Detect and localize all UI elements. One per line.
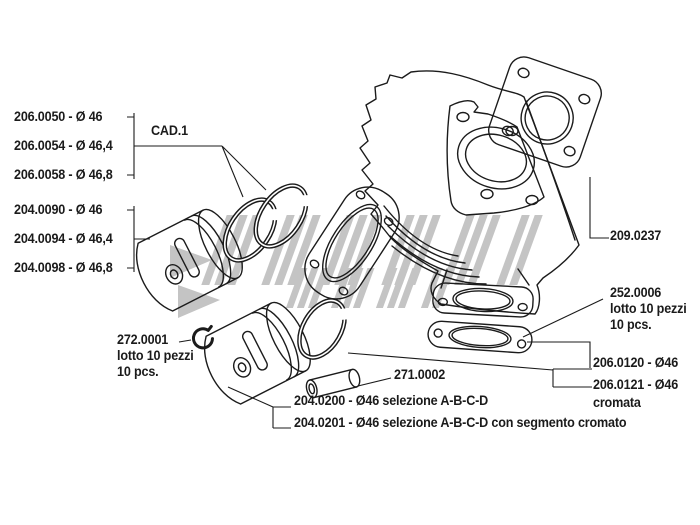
circlip-drawing — [191, 324, 214, 350]
label-exhaust-gasket-code: 252.0006 — [610, 284, 662, 300]
piston-selection-bracket — [227, 386, 291, 429]
label-single-ring-chromed-note: cromata — [593, 394, 641, 410]
label-piston-kit-464: 204.0094 - Ø 46,4 — [14, 230, 113, 246]
head-gasket-drawing — [488, 56, 602, 168]
piston-upper-drawing — [135, 208, 243, 312]
label-circlip-pcs: 10 pcs. — [117, 363, 159, 379]
wrist-pin-drawing — [305, 368, 361, 399]
label-ring-set-468: 206.0058 - Ø 46,8 — [14, 166, 113, 182]
label-circlip-code: 272.0001 — [117, 331, 169, 347]
base-gasket-drawing — [304, 186, 400, 300]
label-cad: CAD.1 — [151, 122, 188, 138]
label-wrist-pin: 271.0002 — [394, 366, 446, 382]
label-ring-set-464: 206.0054 - Ø 46,4 — [14, 137, 113, 153]
label-circlip-lotto: lotto 10 pezzi — [117, 347, 194, 363]
ring-sets-bracket — [127, 113, 267, 198]
wrist-pin-leader — [357, 377, 392, 387]
leader-lines — [127, 113, 609, 429]
label-ring-set-46: 206.0050 - Ø 46 — [14, 108, 103, 124]
circlip-leader — [178, 339, 192, 343]
label-head-gasket: 209.0237 — [610, 227, 662, 243]
exhaust-gasket-leader — [522, 298, 604, 338]
label-single-ring-chromed: 206.0121 - Ø46 — [593, 376, 679, 392]
head-gasket-leader — [589, 177, 609, 239]
ring-pair-drawing — [222, 183, 317, 263]
label-exhaust-gasket-lotto: lotto 10 pezzi — [610, 300, 687, 316]
label-piston-selection-plain: 204.0200 - Ø46 selezione A-B-C-D — [294, 392, 489, 408]
piston-lower-drawing — [203, 301, 311, 405]
label-piston-kit-46: 204.0090 - Ø 46 — [14, 201, 103, 217]
label-exhaust-gasket-pcs: 10 pcs. — [610, 316, 652, 332]
single-rings-bracket — [347, 341, 592, 388]
label-piston-kit-468: 204.0098 - Ø 46,8 — [14, 259, 113, 275]
label-single-ring-plain: 206.0120 - Ø46 — [593, 354, 679, 370]
exhaust-gasket-drawing — [427, 320, 533, 354]
piston-kits-bracket — [127, 206, 150, 272]
single-ring-drawing — [297, 298, 355, 360]
label-piston-selection-chromed: 204.0201 - Ø46 selezione A-B-C-D con seg… — [294, 414, 627, 430]
